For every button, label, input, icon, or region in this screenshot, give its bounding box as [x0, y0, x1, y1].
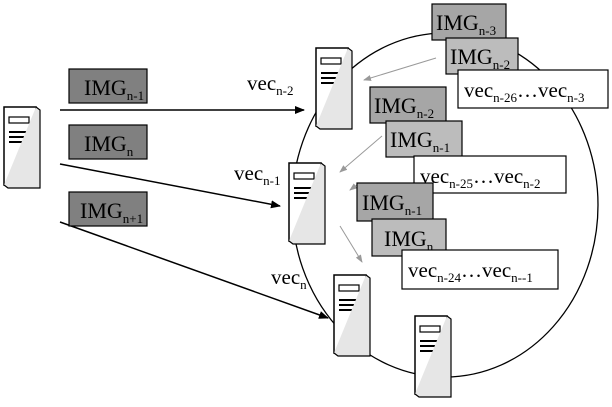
svg-text:IMGn: IMGn: [384, 226, 434, 254]
image-box: IMGn-1: [68, 68, 148, 104]
svg-text:IMGn-1: IMGn-1: [362, 190, 422, 218]
worker-server-icon: [414, 315, 452, 398]
worker-server-icon: [315, 47, 353, 130]
image-box: IMGn-1: [385, 120, 463, 158]
vector-range-box: vecn-24…vecn--1: [401, 249, 559, 290]
worker-server-icon: [333, 274, 371, 357]
flow-arrow: [59, 163, 281, 209]
image-box: IMGn: [68, 124, 148, 160]
svg-text:vecn-26…vecn-3: vecn-26…vecn-3: [464, 78, 585, 105]
image-box: IMGn-2: [369, 86, 447, 124]
flow-arrow: [59, 221, 329, 319]
vector-label: vecn-2: [247, 71, 294, 98]
svg-text:IMGn-2: IMGn-2: [450, 44, 510, 72]
source-server-icon: [3, 106, 41, 189]
image-box: IMGn-2: [445, 37, 519, 75]
vector-label: vecn: [271, 265, 307, 292]
exchange-arrow: [339, 135, 383, 173]
vector-range-box: vecn-25…vecn-2: [413, 155, 567, 194]
worker-server-icon: [288, 162, 326, 245]
svg-text:vecn-25…vecn-2: vecn-25…vecn-2: [420, 164, 541, 191]
svg-text:vecn-24…vecn--1: vecn-24…vecn--1: [408, 258, 533, 285]
svg-text:IMGn-1: IMGn-1: [84, 75, 144, 103]
image-box: IMGn+1: [68, 191, 148, 227]
svg-text:IMGn-1: IMGn-1: [390, 127, 450, 155]
exchange-arrow: [363, 57, 437, 81]
vector-range-box: vecn-26…vecn-3: [457, 69, 609, 109]
image-box: IMGn-3: [431, 3, 507, 41]
svg-text:IMGn-3: IMGn-3: [436, 10, 496, 38]
svg-text:IMGn+1: IMGn+1: [80, 198, 143, 226]
exchange-arrow: [339, 225, 363, 263]
svg-text:IMGn-2: IMGn-2: [374, 93, 434, 121]
svg-text:IMGn: IMGn: [84, 131, 134, 159]
vector-label: vecn-1: [234, 161, 281, 188]
image-box: IMGn-1: [356, 182, 434, 222]
